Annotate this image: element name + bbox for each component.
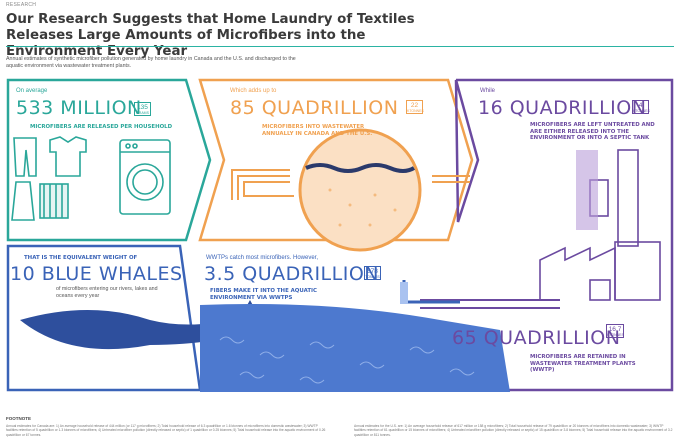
untreated-value: 16 QUADRILLION [478,97,647,119]
wastewater-pre: Which adds up to [230,88,277,94]
page-title: Our Research Suggests that Home Laundry … [6,12,415,59]
dress-icon [11,181,35,221]
wastewater-pipes [231,169,470,200]
subtitle: Annual estimates of synthetic microfiber… [6,56,296,70]
septic-column-icon [576,150,598,230]
household-badge-unit: GRAMS [136,111,149,115]
sweater-icon [39,183,69,219]
wastewater-caption: MICROFIBERS INTO WASTEWATER ANNUALLY IN … [262,124,373,137]
untreated-badge-num: 4 [638,102,643,109]
aquatic-badge-unit: TONNES [365,275,380,279]
household-caption: MICROFIBERS ARE RELEASED PER HOUSEHOLD [30,124,173,130]
footnote-title: FOOTNOTE [6,416,31,421]
tank-waves [305,163,416,173]
wastewater-value: 85 QUADRILLION [230,97,399,119]
household-pre: On average [16,88,48,94]
whales-caption: THAT IS THE EQUIVALENT WEIGHT OF [24,255,138,261]
untreated-badge-unit: KTONNES [633,109,650,113]
household-badge-num: 135 [137,104,148,111]
footnote-canada: Annual estimates for Canada are: 1) An a… [6,424,326,437]
footnote-us: Annual estimates for the U.S. are: 1) An… [354,424,673,437]
washing-machine-icon [119,139,171,215]
wastewater-badge-num: 22 [410,102,419,109]
aquatic-caption: FIBERS MAKE IT INTO THE AQUATIC ENVIRONM… [210,288,317,301]
pants-icon [13,137,37,177]
wastewater-panel-outline [198,78,474,242]
outflow-pipe [402,280,460,304]
treatment-pipe [420,299,560,309]
household-panel-outline [6,78,212,242]
wastewater-badge-unit: KTONNES [407,109,424,113]
retained-value: 65 QUADRILLION [452,327,621,349]
aquatic-pre: WWTPs catch most microfibers. However, [206,255,319,261]
retained-caption: MICROFIBERS ARE RETAINED IN WASTEWATER T… [530,354,636,374]
household-value: 533 MILLION [16,97,142,119]
whales-body: of microfibers entering our rivers, lake… [56,286,158,299]
untreated-pre: While [480,88,496,94]
outflow-stream [400,282,408,304]
aquatic-value: 3.5 QUADRILLION [204,263,379,285]
whales-value: 10 BLUE WHALES [10,263,183,285]
clothing-icons [11,136,171,221]
untreated-panel-chevron [454,79,480,223]
retained-badge-num: 16.7 [608,326,622,333]
wastewater-tank-icon [298,128,422,252]
aquatic-water-icon [200,304,510,392]
kicker: RESEARCH [6,2,37,8]
retained-badge-unit: KTONNES [607,333,624,337]
aquatic-badge-num: 878 [367,268,378,275]
untreated-panel-outline [420,78,674,392]
treatment-plant-icon [539,149,661,301]
untreated-caption: MICROFIBERS ARE LEFT UNTREATED AND ARE E… [530,122,655,142]
tank-fibers [328,188,397,227]
title-divider [6,46,674,47]
shirt-icon [49,136,87,177]
water-fibers [219,336,475,384]
